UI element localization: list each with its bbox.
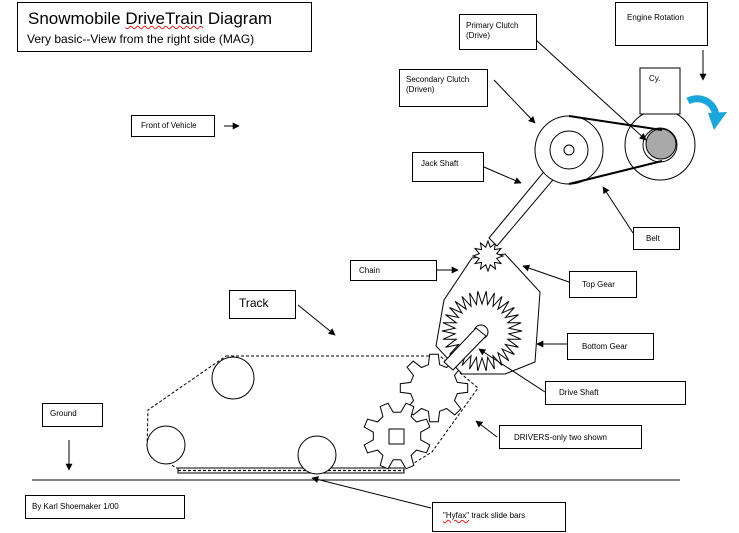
belt-bottom bbox=[568, 160, 663, 185]
label-track: Track bbox=[229, 290, 296, 319]
label-drivers: DRIVERS-only two shown bbox=[499, 425, 642, 449]
drive-shaft bbox=[443, 327, 487, 371]
label-drive-shaft: Drive Shaft bbox=[545, 381, 686, 405]
page-title: Snowmobile DriveTrain Diagram bbox=[28, 9, 273, 28]
belt-top bbox=[568, 115, 663, 131]
idler-wheel-front bbox=[211, 356, 255, 400]
label-hyfax: "Hyfax" track slide bars bbox=[432, 502, 566, 532]
driver-sprocket-hub bbox=[388, 428, 405, 445]
label-secondary-clutch: Secondary Clutch (Driven) bbox=[399, 69, 488, 107]
pointer-arrows bbox=[65, 39, 707, 509]
engine-cylinder bbox=[639, 67, 681, 115]
label-engine-rotation: Engine Rotation bbox=[615, 2, 708, 46]
label-chain: Chain bbox=[350, 260, 437, 281]
label-front-of-vehicle: Front of Vehicle bbox=[131, 115, 215, 137]
idler-wheel-rear bbox=[297, 435, 337, 475]
engine-rotation-arrow-icon bbox=[686, 95, 727, 130]
page-subtitle: Very basic--View from the right side (MA… bbox=[27, 32, 255, 46]
label-primary-clutch: Primary Clutch (Drive) bbox=[459, 14, 537, 50]
idler-wheel-lower-front bbox=[146, 425, 186, 465]
title-box: Snowmobile DriveTrain Diagram Very basic… bbox=[17, 2, 312, 52]
label-author: By Karl Shoemaker 1/00 bbox=[25, 495, 185, 519]
label-top-gear: Top Gear bbox=[569, 271, 637, 298]
label-belt: Belt bbox=[633, 227, 680, 250]
label-bottom-gear: Bottom Gear bbox=[567, 333, 654, 360]
label-ground: Ground bbox=[42, 403, 103, 427]
label-cylinder: Cy. bbox=[649, 74, 661, 83]
label-jack-shaft: Jack Shaft bbox=[412, 152, 484, 182]
secondary-clutch-hub bbox=[563, 144, 575, 156]
driver-sprocket-upper bbox=[399, 353, 469, 423]
crankshaft bbox=[645, 128, 677, 160]
